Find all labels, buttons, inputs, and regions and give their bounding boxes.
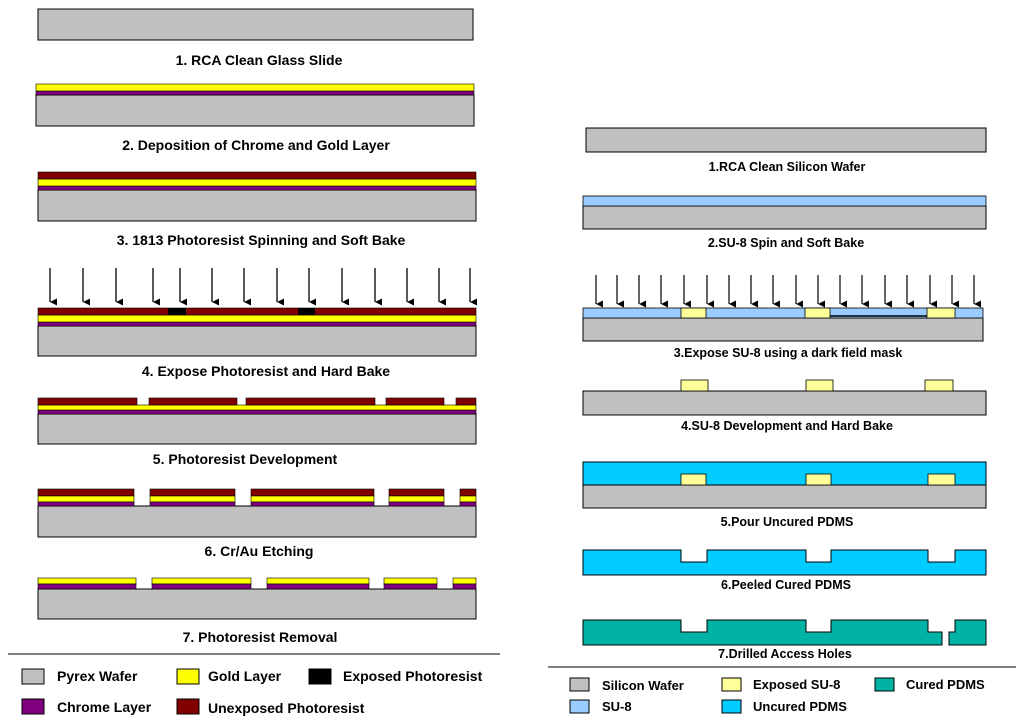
su8-layer [582, 307, 984, 319]
patterned-cr-au-electrodes [37, 577, 477, 590]
left-step-5-caption: 5. Photoresist Development [152, 451, 338, 467]
legend-label-exposed-su8: Exposed SU-8 [753, 677, 841, 692]
su8-feature [805, 379, 834, 392]
gold-layer [37, 314, 477, 323]
chrome-layer [37, 409, 477, 415]
etched-cr-au-segments [37, 488, 477, 507]
silicon-wafer-layer [585, 127, 987, 153]
drilled-cured-pdms-slab-right [948, 619, 987, 646]
left-step-2-caption: 2. Deposition of Chrome and Gold Layer [122, 137, 390, 153]
pyrex-wafer-layer [37, 505, 477, 538]
su8-layer [582, 195, 987, 207]
right-step-3-caption: 3.Expose SU-8 using a dark field mask [673, 346, 903, 360]
legend-swatch-exposed-photoresist [308, 668, 332, 685]
exposed-photoresist-region [168, 308, 186, 315]
right-step-6-caption: 6.Peeled Cured PDMS [721, 578, 851, 592]
peeled-cured-pdms-slab [582, 549, 987, 576]
left-step-4-caption: 4. Expose Photoresist and Hard Bake [141, 363, 391, 379]
patterned-photoresist [37, 397, 477, 406]
left-step-7-photoresist-removal [37, 577, 477, 620]
pyrex-wafer-layer [37, 8, 474, 41]
pyrex-wafer-layer [35, 94, 475, 127]
exposed-su8-region [680, 307, 707, 319]
left-step-4-expose [37, 268, 477, 357]
pyrex-wafer-layer [37, 325, 477, 357]
su8-feature [924, 379, 954, 392]
right-step-2-caption: 2.SU-8 Spin and Soft Bake [707, 236, 865, 250]
chrome-layer [35, 90, 475, 96]
exposed-photoresist-region [298, 308, 315, 315]
su8-feature [680, 379, 709, 392]
gold-layer [37, 404, 477, 411]
left-step-3-caption: 3. 1813 Photoresist Spinning and Soft Ba… [116, 232, 406, 248]
legend-label-exposed-photoresist: Exposed Photoresist [343, 668, 483, 684]
legend-label-silicon: Silicon Wafer [602, 678, 684, 693]
silicon-wafer-layer [582, 317, 984, 342]
pyrex-wafer-layer [37, 189, 477, 222]
legend-swatch-gold [176, 668, 200, 685]
legend-label-chrome: Chrome Layer [57, 699, 152, 715]
silicon-wafer-layer [582, 205, 987, 230]
uncured-pdms-layer [582, 461, 987, 486]
legend-swatch-cured-pdms [874, 677, 895, 692]
right-step-2-su8-spin [582, 195, 987, 230]
left-step-6-etching [37, 488, 477, 538]
left-step-2-cr-au-deposition [35, 83, 475, 127]
legend-swatch-unexposed-photoresist [176, 698, 200, 715]
right-process [548, 127, 1016, 714]
left-process [8, 8, 500, 715]
silicon-wafer-layer [582, 484, 987, 509]
legend-label-su8: SU-8 [602, 699, 632, 714]
right-step-5-pour-pdms [582, 461, 987, 509]
chrome-layer [37, 185, 477, 191]
left-step-6-caption: 6. Cr/Au Etching [204, 543, 314, 559]
silicon-wafer-layer [582, 390, 987, 416]
left-step-5-development [37, 397, 477, 445]
legend-swatch-silicon [569, 677, 590, 692]
legend-swatch-pyrex [21, 668, 45, 685]
unexposed-photoresist-layer [37, 171, 477, 180]
left-step-3-photoresist-spin [37, 171, 477, 222]
legend-label-uncured-pdms: Uncured PDMS [753, 699, 847, 714]
left-step-1-glass-slide [37, 8, 474, 41]
uv-exposure-arrows [49, 268, 477, 306]
left-step-7-caption: 7. Photoresist Removal [182, 629, 338, 645]
su8-feature [805, 473, 832, 486]
legend-label-unexposed-photoresist: Unexposed Photoresist [208, 700, 365, 716]
right-step-4-caption: 4.SU-8 Development and Hard Bake [681, 419, 893, 433]
drilled-cured-pdms-slab [582, 619, 943, 646]
left-step-1-caption: 1. RCA Clean Glass Slide [175, 52, 343, 68]
legend-swatch-uncured-pdms [721, 699, 742, 714]
su8-feature [927, 473, 956, 486]
exposed-su8-region [804, 307, 831, 319]
legend-label-cured-pdms: Cured PDMS [906, 677, 985, 692]
legend-label-gold: Gold Layer [208, 668, 282, 684]
pyrex-wafer-layer [37, 588, 477, 620]
legend-swatch-exposed-su8 [721, 677, 742, 692]
gold-layer [37, 178, 477, 187]
right-step-4-su8-development [582, 379, 987, 416]
gold-layer [35, 83, 475, 92]
legend-swatch-su8 [569, 699, 590, 714]
right-step-1-caption: 1.RCA Clean Silicon Wafer [708, 160, 866, 174]
right-step-7-caption: 7.Drilled Access Holes [718, 647, 852, 661]
pyrex-wafer-layer [37, 413, 477, 445]
unexposed-photoresist-layer [37, 307, 477, 316]
chrome-layer [37, 321, 477, 327]
right-step-3-su8-expose [582, 275, 984, 342]
uv-exposure-arrows [595, 275, 981, 308]
legend-label-pyrex: Pyrex Wafer [57, 668, 138, 684]
legend-swatch-chrome [21, 698, 45, 715]
right-step-5-caption: 5.Pour Uncured PDMS [720, 515, 854, 529]
exposed-su8-region [926, 307, 956, 319]
su8-feature [680, 473, 707, 486]
